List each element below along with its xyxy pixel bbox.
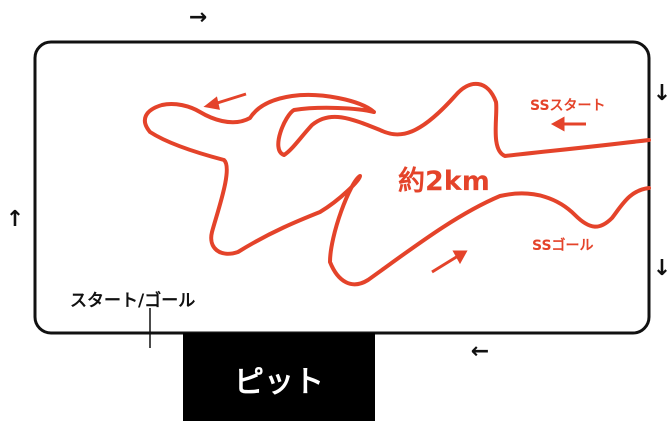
arrow-left: ↑	[6, 207, 24, 232]
arrow-bottom: ←	[471, 339, 489, 364]
circuit-outline	[33, 40, 651, 335]
distance-label: 約2km	[398, 165, 490, 197]
arrow-top: →	[189, 5, 207, 30]
start-goal-label: スタート/ゴール	[70, 290, 195, 311]
special-stage-route	[142, 81, 651, 287]
pit-label: ピット	[234, 365, 324, 400]
course-direction-arrow-upper	[203, 92, 247, 110]
ss-start-label: SSスタート	[530, 98, 606, 114]
ss-start-arrow	[550, 116, 586, 132]
ss-goal-label: SSゴール	[532, 237, 594, 254]
arrow-right-upper: ↓	[653, 81, 671, 106]
arrow-right-lower: ↓	[653, 256, 671, 281]
course-direction-arrow-lower	[431, 250, 468, 274]
pit-box	[183, 333, 375, 421]
